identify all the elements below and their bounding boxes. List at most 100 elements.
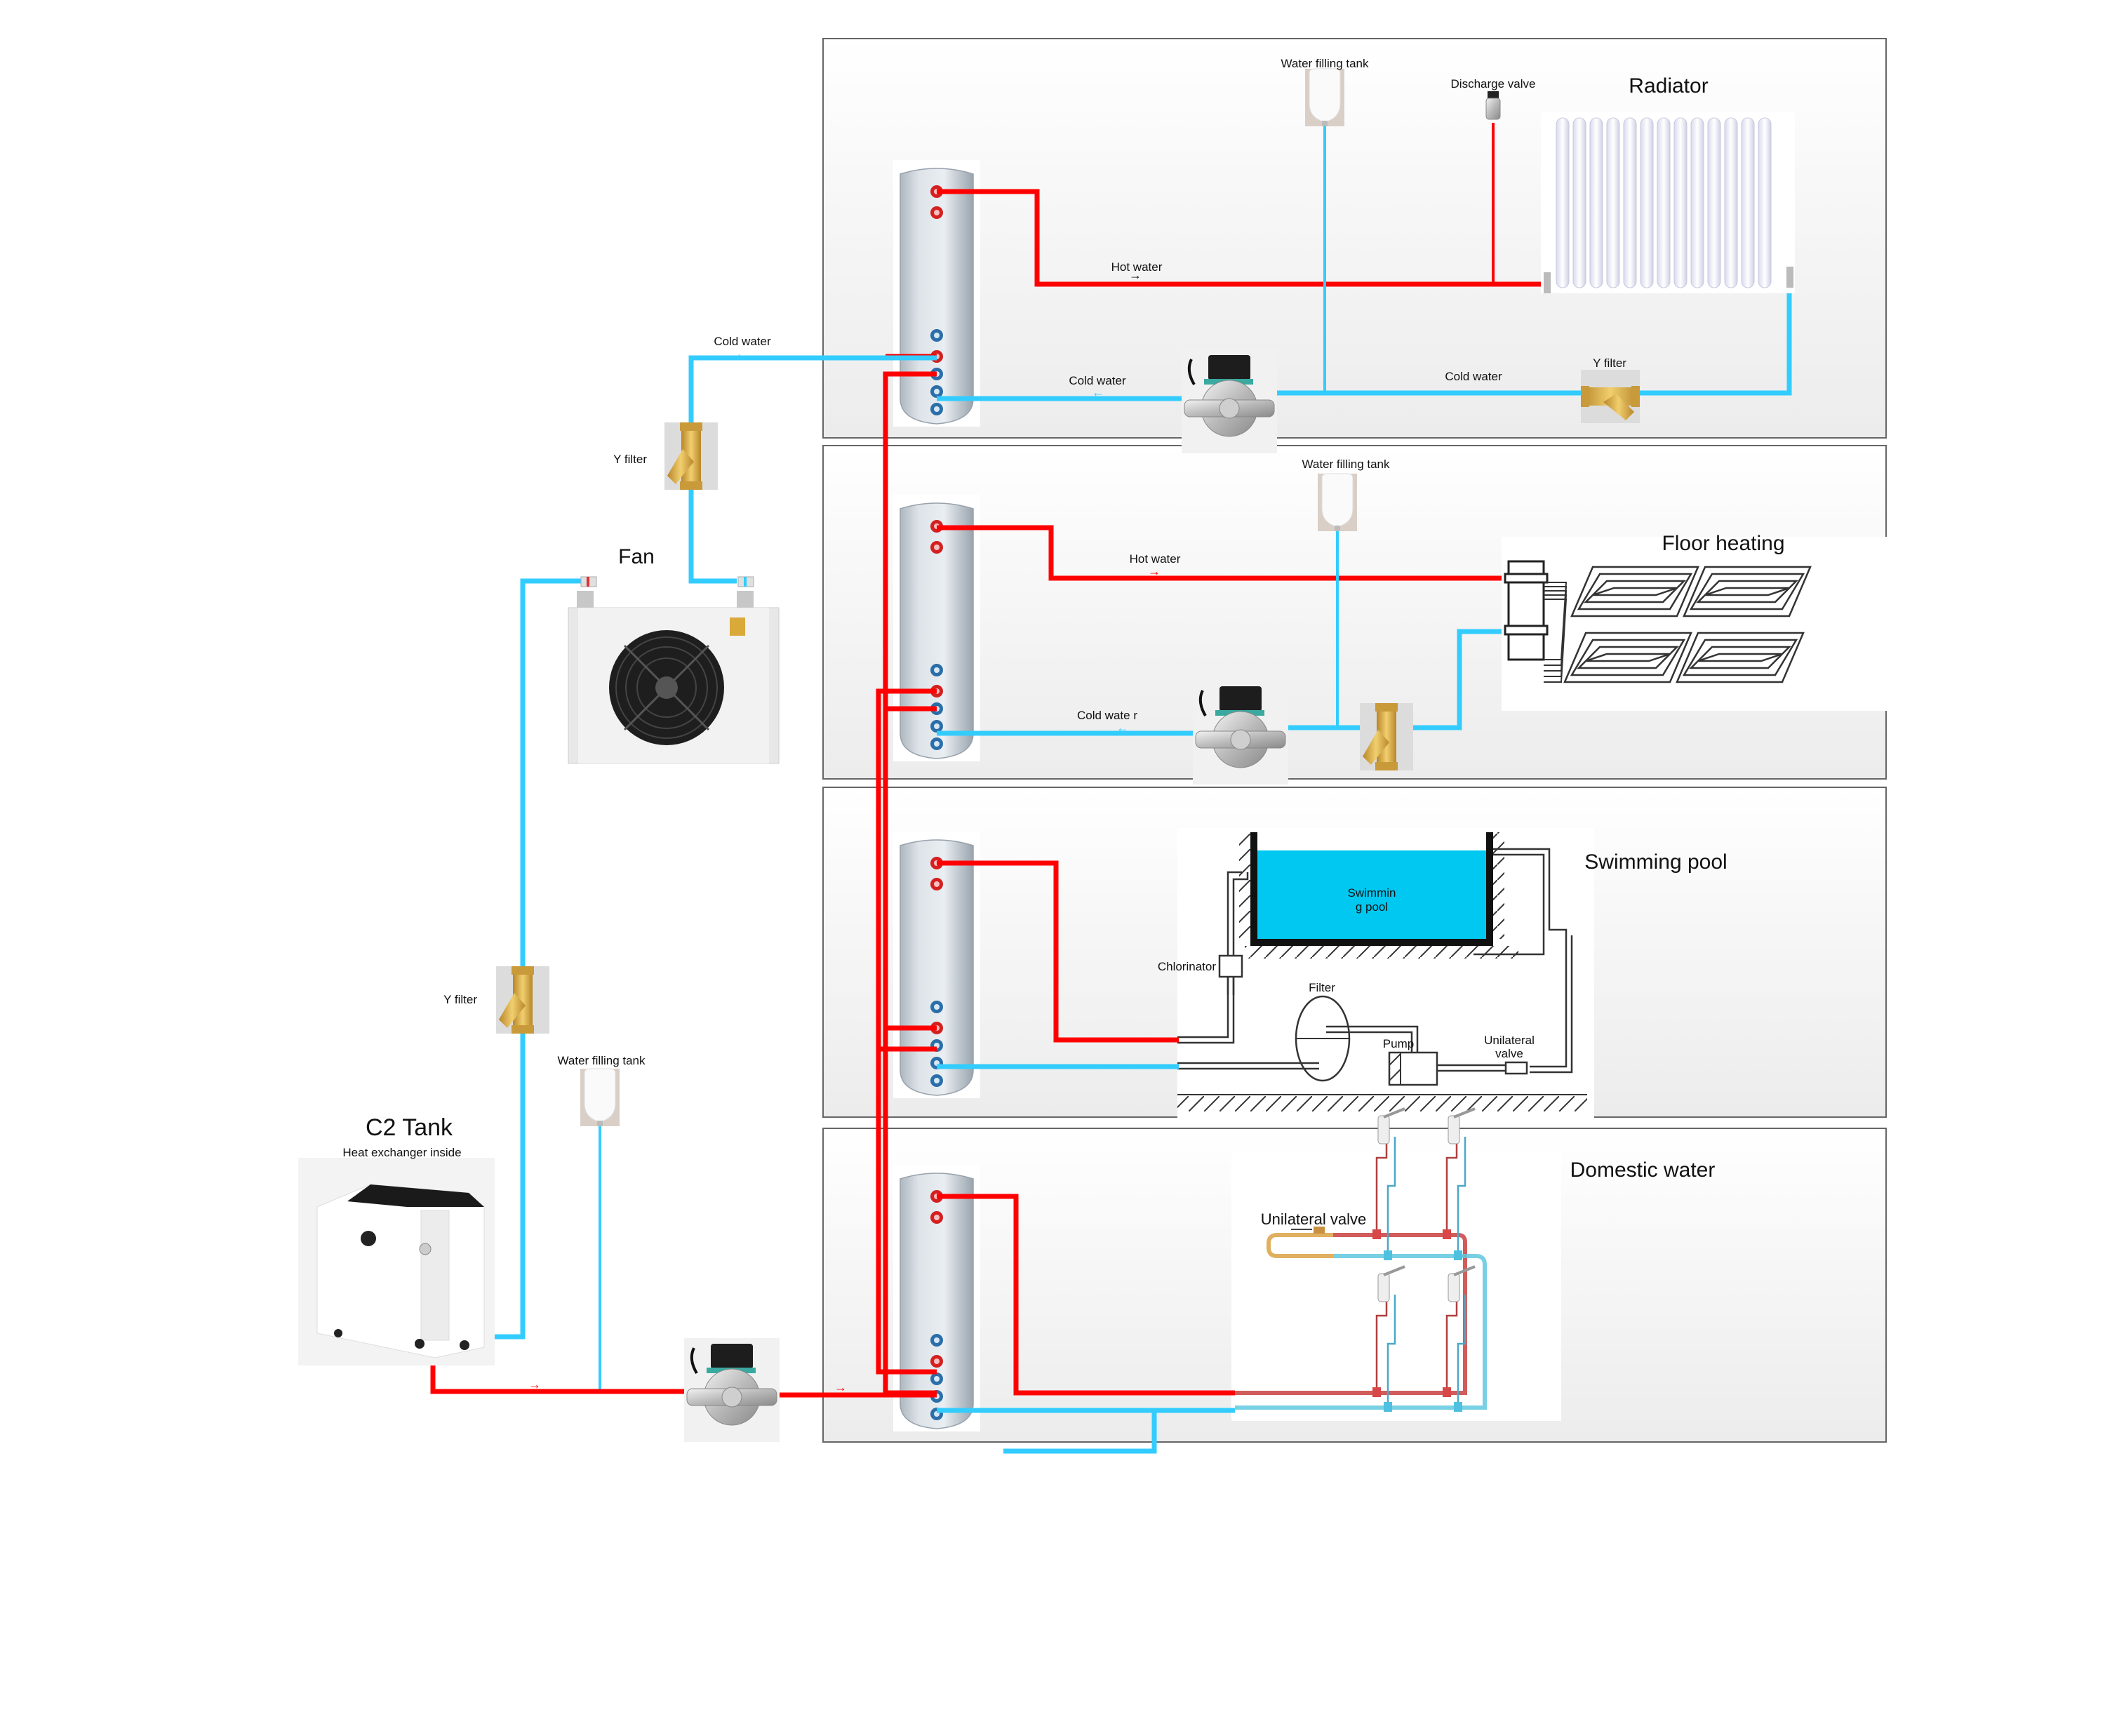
source-water-filling-tank-label: Water filling tank [557, 1054, 646, 1067]
floor-heating-coil-loop [1563, 632, 1692, 683]
floor-heating-water-filling-tank-label: Water filling tank [1302, 458, 1390, 471]
swimming-pool-title: Swimming pool [1584, 850, 1727, 874]
radiator-column [1707, 117, 1721, 288]
tap-handle [1383, 1107, 1405, 1119]
chlorinator-label: Chlorinator [1158, 960, 1216, 973]
radiator-valve-right [1786, 267, 1793, 288]
y-filter-lower-label: Y filter [443, 993, 477, 1006]
y-filter-upper [664, 422, 718, 490]
tap-icon [1377, 1115, 1390, 1144]
tap-icon [1377, 1273, 1390, 1302]
tap-handle [1383, 1265, 1405, 1276]
unilateral-valve-icon [1504, 1061, 1528, 1075]
radiator-column [1606, 117, 1620, 288]
radiator-column [1572, 117, 1586, 288]
radiator-column [1758, 117, 1772, 288]
floor-heating-cold-water-label: Cold wate r [1077, 709, 1137, 722]
faucet-cold-riser [1386, 1295, 1396, 1408]
hot-tee-fitting [1443, 1229, 1451, 1239]
faucet-cold-riser [1457, 1137, 1466, 1256]
pump-source [683, 1337, 781, 1443]
hot-tee-fitting [1443, 1387, 1451, 1397]
y-filter-radiator [1581, 370, 1640, 423]
hot-water-arrow-icon: → [834, 1380, 847, 1394]
floor-heating-coil-loop [1676, 632, 1805, 683]
domestic-water-title: Domestic water [1570, 1159, 1716, 1182]
discharge-valve-icon [1485, 91, 1501, 120]
filter-label: Filter [1309, 981, 1335, 994]
water-filling-tank-radiator [1304, 68, 1345, 127]
pump-radiator [1180, 348, 1278, 455]
c2-tank-unit [298, 1158, 495, 1366]
faucet-cold-riser [1386, 1137, 1396, 1256]
floor-heating-manifold-line [1544, 599, 1568, 683]
floor-heating-coil-loop [1570, 566, 1699, 617]
radiator-column [1556, 117, 1570, 288]
fan-title: Fan [618, 545, 655, 568]
swimming-pool-schematic [1177, 828, 1594, 1123]
tap-handle [1453, 1265, 1476, 1276]
source-cold-to-fan [688, 477, 737, 584]
floor-heating-cold-filter-out [1403, 629, 1509, 730]
cold-water-arrow-icon: ← [735, 347, 748, 361]
radiator-column [1724, 117, 1738, 288]
c2-display-icon [361, 1231, 376, 1246]
cold-tee-fitting [1454, 1250, 1462, 1260]
radiator-cold-water-right-label: Cold water [1445, 370, 1502, 383]
radiator-cold-water-left-label: Cold water [1069, 374, 1126, 387]
cold-water-arrow-icon: ← [1467, 383, 1480, 397]
storage-tank-swimming-pool [893, 831, 981, 1099]
radiator-cold-filter-out [1636, 267, 1792, 396]
pool-label-line1: Swimmin [1348, 886, 1396, 900]
domestic-hot-pipe [937, 1194, 1235, 1396]
y-filter-upper-label: Y filter [613, 453, 647, 466]
pump-floor-heating [1191, 679, 1290, 786]
source-cold-line-top [688, 355, 937, 432]
c2-tank-subtitle: Heat exchanger inside [342, 1146, 461, 1159]
discharge-valve-label: Discharge valve [1451, 77, 1536, 91]
radiator-valve-left [1544, 272, 1551, 293]
hot-water-arrow-icon: → [1148, 564, 1161, 578]
radiator-hot-pipe [937, 189, 1541, 287]
cold-tee-fitting [1454, 1402, 1462, 1412]
cold-water-arrow-icon: ← [1116, 721, 1129, 735]
cold-water-arrow-icon: ← [1092, 385, 1104, 399]
pool-hot-pipe [937, 860, 1179, 1043]
radiator-column [1640, 117, 1654, 288]
radiator-column [1657, 117, 1671, 288]
radiator-column [1673, 117, 1688, 288]
hot-water-arrow-icon: → [1129, 268, 1142, 282]
pool-label-line2: g pool [1356, 900, 1388, 914]
unilateral-valve-label-line1: Unilateral [1484, 1034, 1535, 1047]
hot-tee-fitting [1372, 1229, 1381, 1239]
floor-heating-coil-icon [1502, 537, 1887, 711]
shower-icon [1448, 1115, 1460, 1144]
hot-tee-fitting [1372, 1387, 1381, 1397]
pool-pump-label: Pump [1383, 1037, 1414, 1050]
radiator-title: Radiator [1629, 74, 1708, 98]
cold-tee-fitting [1384, 1250, 1392, 1260]
domestic-cold-inlet [1003, 1410, 1157, 1454]
storage-tank-floor-heating [893, 494, 981, 762]
unilateral-valve-icon [1314, 1227, 1325, 1234]
faucet-hot-riser [1445, 1298, 1458, 1393]
radiator-hot-water-label: Hot water [1111, 260, 1163, 274]
faucet-cold-riser [1457, 1295, 1466, 1408]
floor-heating-hot-pipe [937, 525, 1509, 581]
radiator-water-filling-tank-label: Water filling tank [1281, 57, 1369, 70]
floor-heating-hot-water-label: Hot water [1130, 552, 1181, 566]
source-cold-water-label: Cold water [714, 335, 771, 348]
tap-handle [1453, 1107, 1476, 1119]
faucet-hot-riser [1445, 1140, 1458, 1235]
floor-heating-title: Floor heating [1662, 532, 1784, 555]
radiator-column [1623, 117, 1637, 288]
radiator-column [1741, 117, 1755, 288]
pool-water [1257, 850, 1486, 939]
water-filling-tank-source [580, 1068, 620, 1127]
radiator-icon [1541, 112, 1795, 293]
domestic-water-schematic [1231, 1107, 1561, 1421]
radiator-column [1589, 117, 1603, 288]
floor-heating-coil-loop [1683, 566, 1812, 617]
c2-tank-title: C2 Tank [366, 1114, 453, 1141]
